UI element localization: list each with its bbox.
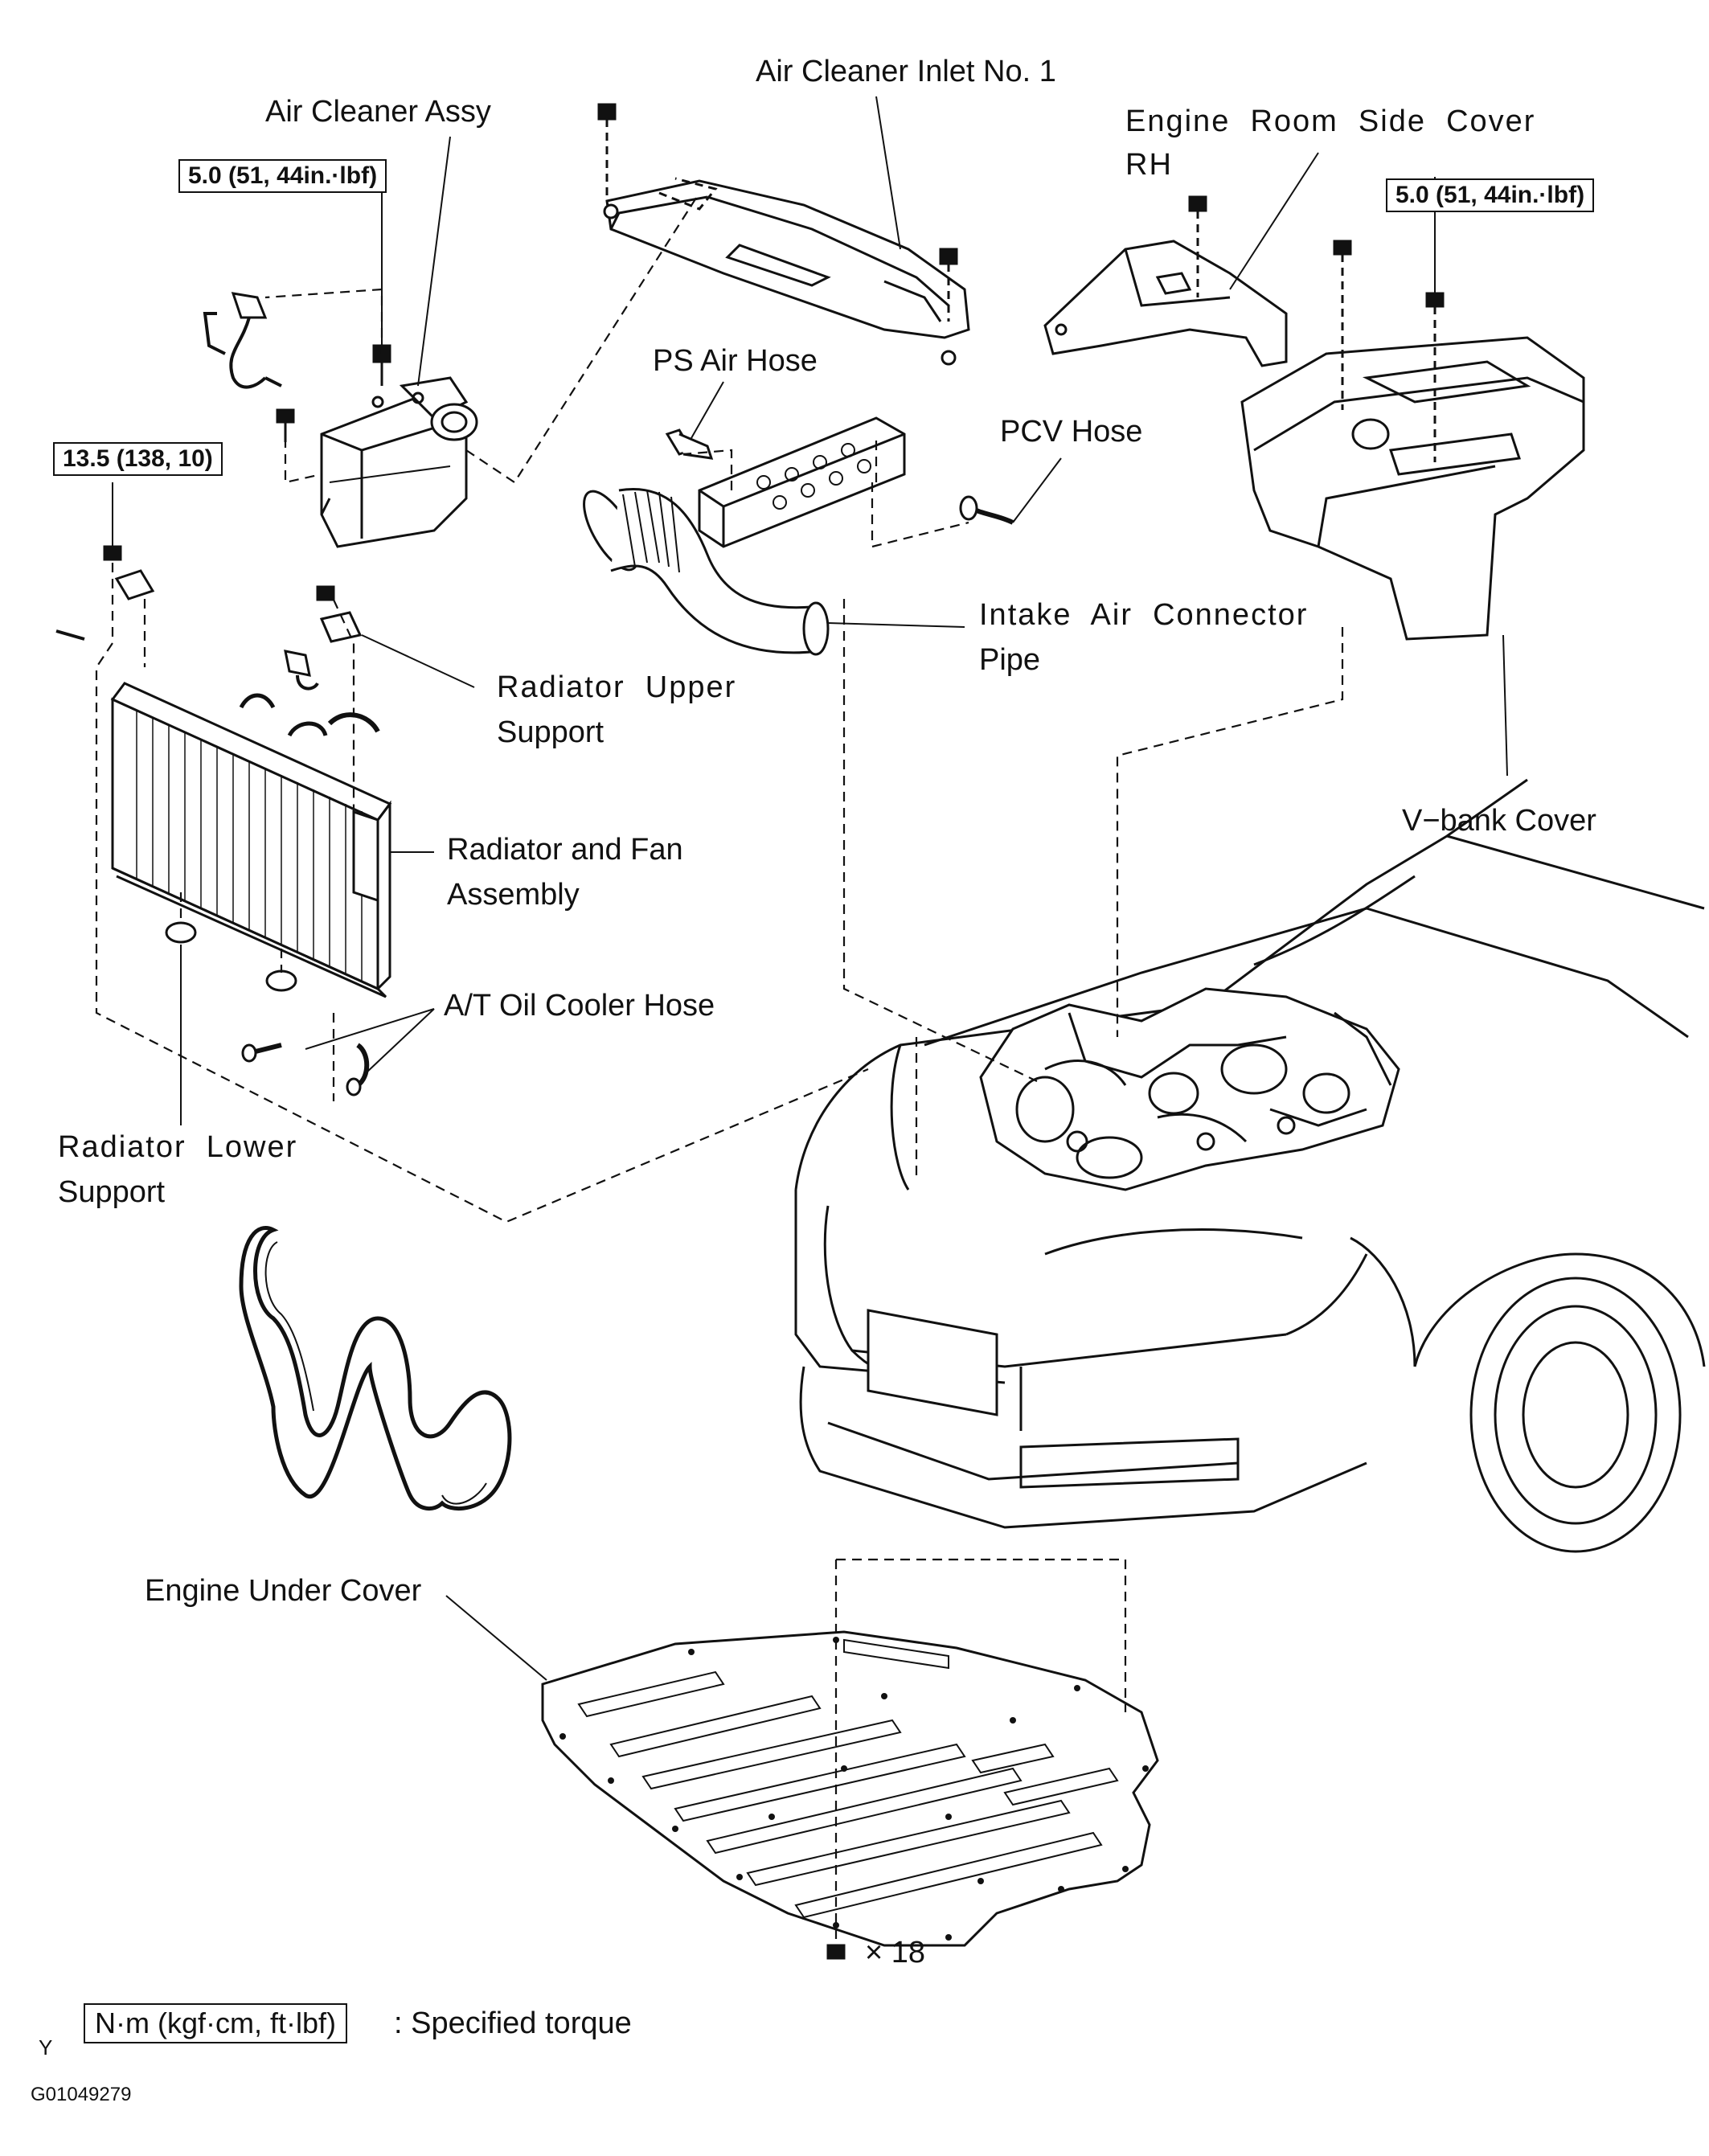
intake-pipe-drawing — [573, 483, 828, 654]
at-oil-cooler-hose-drawing — [243, 1045, 367, 1095]
legend-specified-torque: : Specified torque — [394, 2006, 632, 2040]
label-radiator-lower-support: Radiator Lower — [58, 1130, 298, 1164]
label-intake-pipe-2: Pipe — [979, 643, 1041, 677]
alignment-lines — [96, 193, 1342, 1945]
air-cleaner-assy-drawing — [205, 293, 477, 547]
figure-code: G01049279 — [31, 2084, 132, 2105]
label-engine-room-side-cover-rh: RH — [1125, 148, 1173, 182]
label-pcv-hose: PCV Hose — [1000, 415, 1143, 449]
pcv-hose-drawing — [961, 497, 1013, 523]
label-intake-air-connector-pipe: Intake Air Connector — [979, 598, 1309, 632]
label-at-oil-cooler-hose: A/T Oil Cooler Hose — [444, 989, 715, 1023]
label-air-cleaner-assy: Air Cleaner Assy — [265, 95, 491, 129]
air-cleaner-inlet-drawing — [599, 105, 969, 364]
label-radiator-upper-support-2: Support — [497, 715, 605, 749]
legend-torque-unit-box: N·m (kgf·cm, ft·lbf) — [84, 2003, 347, 2043]
engine-room-side-cover-drawing — [1045, 197, 1286, 366]
engine-under-cover-drawing — [543, 1632, 1158, 1958]
torque-vbank: 5.0 (51, 44in.·lbf) — [1386, 178, 1595, 212]
footer-letter: Y — [39, 2035, 53, 2060]
leader-lines — [113, 96, 1507, 1680]
label-vbank-cover: V−bank Cover — [1402, 804, 1596, 838]
label-engine-under-cover: Engine Under Cover — [145, 1574, 422, 1608]
torque-air-cleaner: 5.0 (51, 44in.·lbf) — [178, 159, 387, 193]
car-body-drawing — [796, 780, 1704, 1551]
label-radiator-upper-support: Radiator Upper — [497, 670, 737, 704]
label-bolt-count: × 18 — [865, 1936, 926, 1970]
label-air-cleaner-inlet: Air Cleaner Inlet No. 1 — [756, 55, 1056, 88]
ps-air-hose-drawing — [667, 418, 904, 547]
label-radiator-fan-assembly-2: Assembly — [447, 878, 580, 912]
drive-belt-drawing — [241, 1228, 510, 1509]
label-ps-air-hose: PS Air Hose — [653, 344, 818, 378]
radiator-drawing — [56, 547, 390, 997]
torque-radiator: 13.5 (138, 10) — [53, 442, 223, 476]
label-engine-room-side-cover: Engine Room Side Cover — [1125, 105, 1536, 138]
label-radiator-fan-assembly: Radiator and Fan — [447, 833, 683, 867]
vbank-cover-drawing — [1242, 241, 1584, 639]
label-radiator-lower-support-2: Support — [58, 1175, 166, 1209]
